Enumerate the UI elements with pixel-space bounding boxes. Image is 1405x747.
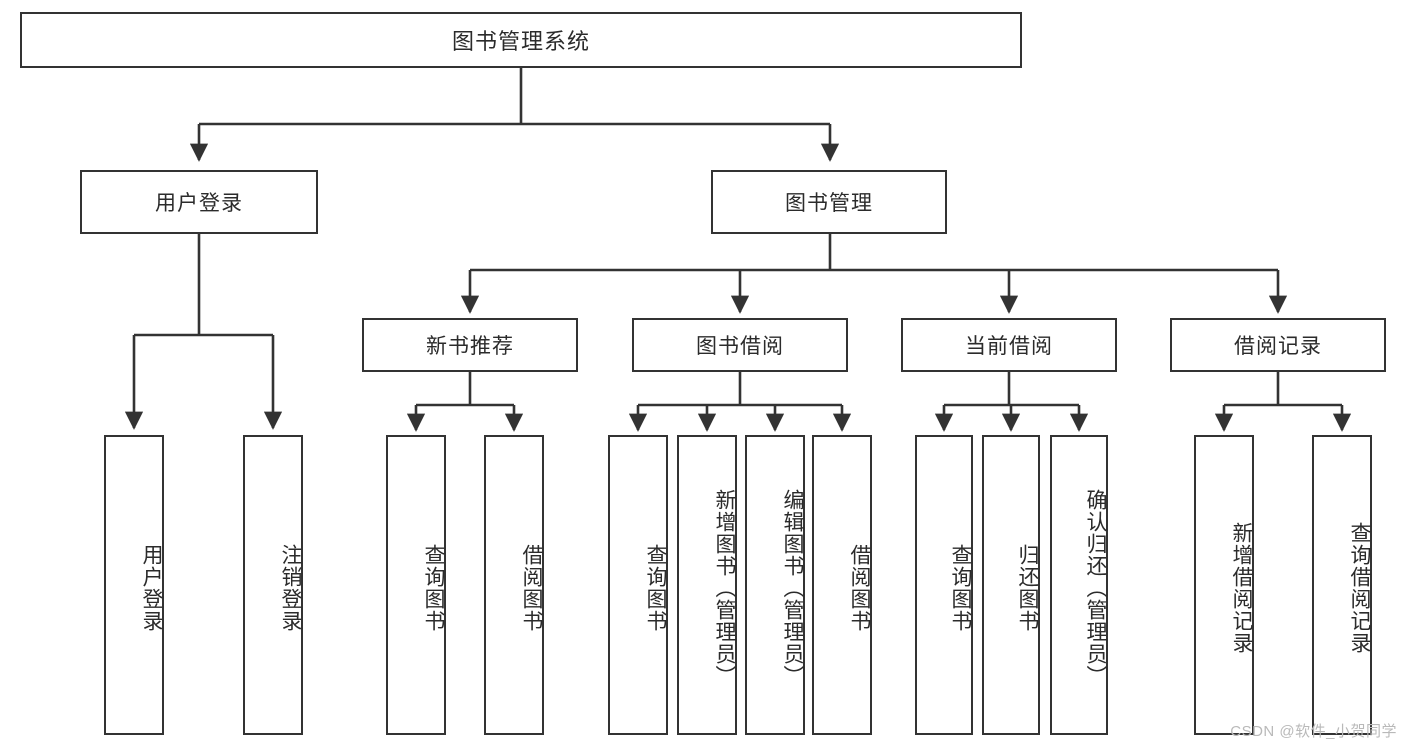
watermark-text: CSDN @软件_小贺同学 [1230, 723, 1397, 740]
node-label: 当前借阅 [965, 335, 1053, 358]
node-label: 查询图书 [644, 544, 667, 632]
node-label: 借阅图书 [520, 544, 543, 632]
node-label: 查询图书 [949, 544, 972, 632]
node-label: 新书推荐 [426, 335, 514, 358]
node-user-login[interactable]: 用户登录 [80, 170, 318, 234]
node-label: 借阅图书 [848, 544, 871, 632]
node-label: 确认归还（管理员） [1084, 489, 1107, 687]
node-label: 新增图书（管理员） [713, 489, 736, 687]
leaf-query-book-recommend[interactable]: 查询图书 [386, 435, 446, 735]
leaf-query-borrow-record[interactable]: 查询借阅记录 [1312, 435, 1372, 735]
node-book-borrow[interactable]: 图书借阅 [632, 318, 848, 372]
node-label: 图书借阅 [696, 335, 784, 358]
leaf-borrow-book[interactable]: 借阅图书 [812, 435, 872, 735]
leaf-confirm-return-admin[interactable]: 确认归还（管理员） [1050, 435, 1108, 735]
node-root-system[interactable]: 图书管理系统 [20, 12, 1022, 68]
node-label: 注销登录 [279, 544, 302, 632]
node-label: 用户登录 [155, 192, 243, 215]
node-label: 编辑图书（管理员） [781, 489, 804, 687]
leaf-return-book[interactable]: 归还图书 [982, 435, 1040, 735]
node-label: 图书管理 [785, 192, 873, 215]
node-label: 图书管理系统 [451, 29, 590, 54]
leaf-query-book-current[interactable]: 查询图书 [915, 435, 973, 735]
leaf-user-logout[interactable]: 注销登录 [243, 435, 303, 735]
leaf-borrow-book-recommend[interactable]: 借阅图书 [484, 435, 544, 735]
leaf-query-book-borrow[interactable]: 查询图书 [608, 435, 668, 735]
leaf-edit-book-admin[interactable]: 编辑图书（管理员） [745, 435, 805, 735]
node-label: 归还图书 [1016, 544, 1039, 632]
node-label: 查询图书 [422, 544, 445, 632]
node-current-borrow[interactable]: 当前借阅 [901, 318, 1117, 372]
leaf-add-borrow-record[interactable]: 新增借阅记录 [1194, 435, 1254, 735]
node-borrow-record[interactable]: 借阅记录 [1170, 318, 1386, 372]
node-label: 用户登录 [140, 544, 163, 632]
node-label: 借阅记录 [1234, 335, 1322, 358]
leaf-user-login[interactable]: 用户登录 [104, 435, 164, 735]
node-label: 查询借阅记录 [1348, 522, 1371, 654]
node-book-management[interactable]: 图书管理 [711, 170, 947, 234]
node-label: 新增借阅记录 [1230, 522, 1253, 654]
node-new-book-recommend[interactable]: 新书推荐 [362, 318, 578, 372]
leaf-add-book-admin[interactable]: 新增图书（管理员） [677, 435, 737, 735]
